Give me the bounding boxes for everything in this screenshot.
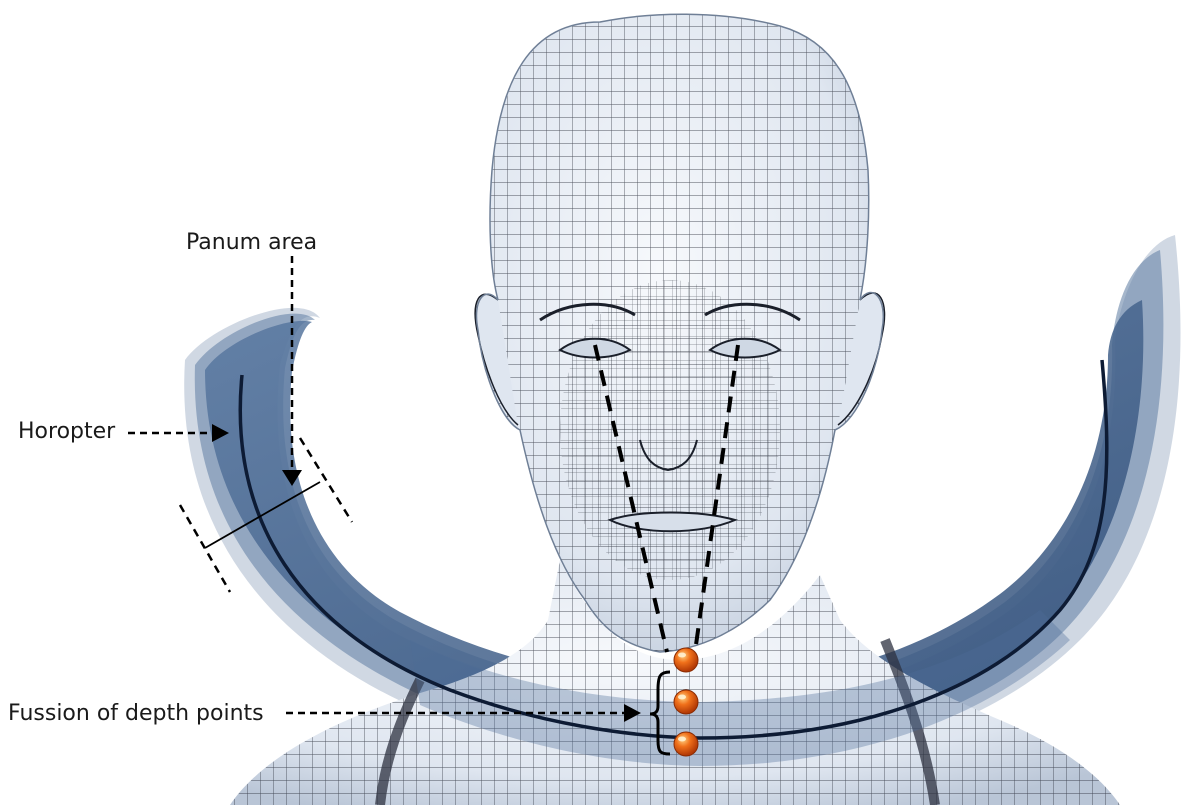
panum-area-label: Panum area: [186, 232, 317, 254]
depth-point: [674, 732, 698, 756]
depth-points: [674, 648, 698, 756]
head-mesh: [470, 10, 900, 670]
fusion-of-depth-points-label: Fussion of depth points: [8, 703, 264, 725]
depth-point-highlight: [678, 737, 686, 742]
depth-point-highlight: [678, 653, 686, 658]
depth-point-highlight: [678, 695, 686, 700]
depth-point: [674, 648, 698, 672]
horopter-label: Horopter: [18, 421, 115, 443]
depth-point: [674, 690, 698, 714]
